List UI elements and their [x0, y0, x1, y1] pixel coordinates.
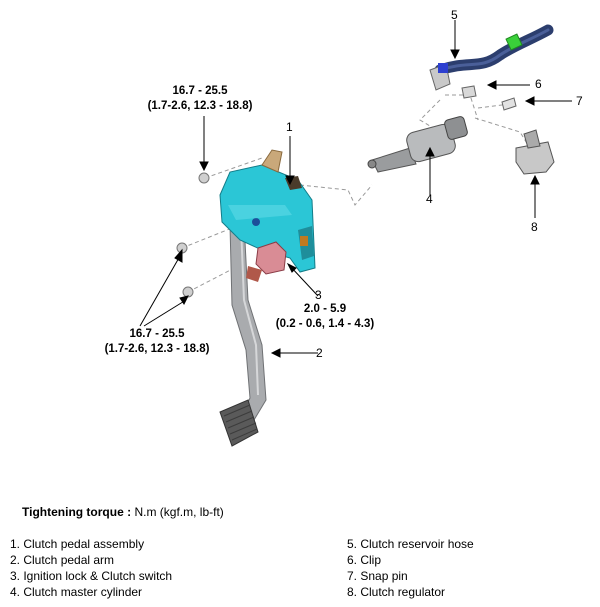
callout-1: 1	[286, 120, 293, 134]
assembly-lines	[181, 94, 529, 293]
legend-item: 7. Snap pin	[347, 569, 408, 583]
clutch-master-cylinder	[367, 116, 468, 173]
torque-label-bottom: 16.7 - 25.5 (1.7-2.6, 12.3 - 18.8)	[104, 328, 210, 355]
leader-lines	[139, 20, 572, 358]
legend-item: 8. Clutch regulator	[347, 585, 446, 599]
legend-item: 4. Clutch master cylinder	[10, 585, 143, 599]
clutch-pedal-bracket	[219, 149, 316, 273]
callout-2: 2	[316, 346, 323, 360]
callout-4: 4	[426, 192, 433, 206]
mounting-nuts	[176, 172, 210, 298]
clutch-regulator	[515, 129, 555, 175]
legend-item: 3. Ignition lock & Clutch switch	[10, 569, 173, 583]
clutch-switch	[246, 241, 287, 282]
tightening-torque-note: Tightening torque : N.m (kgf.m, lb-ft)	[22, 505, 224, 519]
callout-8: 8	[531, 220, 538, 234]
legend-item: 2. Clutch pedal arm	[10, 553, 115, 567]
pedal-pad	[219, 399, 259, 447]
torque-label-top: 16.7 - 25.5 (1.7-2.6, 12.3 - 18.8)	[147, 85, 253, 112]
nut-top	[198, 172, 210, 184]
clip	[461, 85, 477, 99]
tightening-torque-label: Tightening torque :	[22, 505, 132, 519]
callout-3: 3	[315, 288, 322, 302]
tightening-torque-units: N.m (kgf.m, lb-ft)	[134, 505, 224, 519]
legend-item: 1. Clutch pedal assembly	[10, 537, 145, 551]
snap-pin	[501, 97, 517, 111]
legend-right: 5. Clutch reservoir hose 6. Clip 7. Snap…	[347, 536, 474, 600]
callout-6: 6	[535, 77, 542, 91]
clutch-pedal-diagram	[139, 20, 572, 447]
legend-left: 1. Clutch pedal assembly 2. Clutch pedal…	[10, 536, 172, 600]
callout-5: 5	[451, 8, 458, 22]
torque-label-switch: 2.0 - 5.9 (0.2 - 0.6, 1.4 - 4.3)	[275, 303, 375, 330]
clutch-reservoir-hose	[429, 24, 554, 91]
callout-7: 7	[576, 94, 583, 108]
legend-item: 6. Clip	[347, 553, 382, 567]
legend-item: 5. Clutch reservoir hose	[347, 537, 474, 551]
